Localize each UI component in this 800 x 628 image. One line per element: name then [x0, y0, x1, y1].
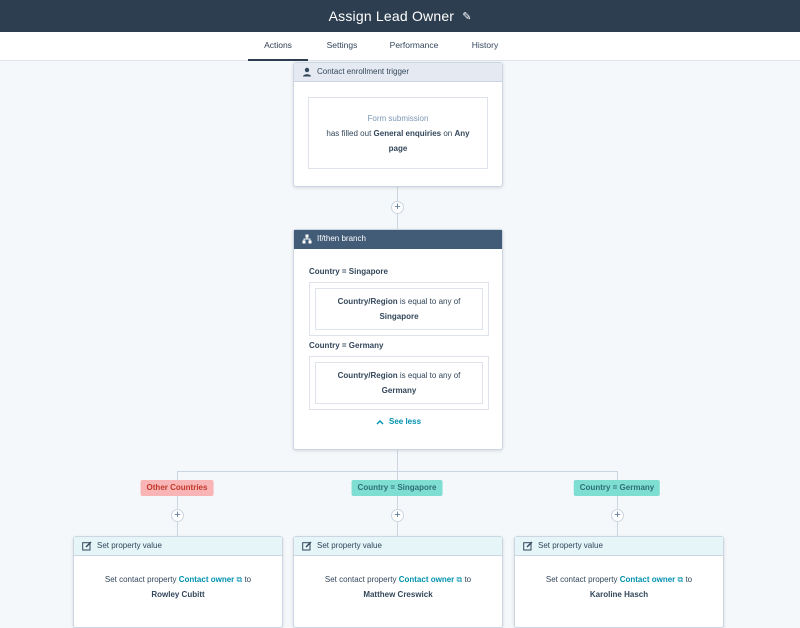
condition-box-singapore[interactable]: Country/Region is equal to any of Singap…: [309, 282, 489, 336]
condition-content: Country/Region is equal to any of Singap…: [315, 288, 483, 330]
form-name: General enquiries: [373, 128, 442, 138]
add-action-button[interactable]: +: [391, 509, 404, 522]
tab-history[interactable]: History: [471, 40, 499, 50]
if-then-branch-card[interactable]: If/then branch Country = Singapore Count…: [293, 229, 503, 450]
condition-value: Germany: [381, 386, 417, 395]
condition-label-germany: Country = Germany: [309, 341, 384, 350]
branch-tag-germany[interactable]: Country = Germany: [573, 480, 661, 496]
workflow-title: Assign Lead Owner: [328, 8, 455, 24]
action-card-body: Set contact property Contact owner ⧉ to …: [74, 557, 282, 602]
set-property-card-other[interactable]: Set property value Set contact property …: [73, 536, 283, 628]
connector-line: [397, 471, 398, 536]
filter-type: Form submission: [367, 113, 429, 123]
add-action-button[interactable]: +: [171, 509, 184, 522]
action-text: Set contact property: [324, 575, 397, 584]
condition-line: Country/Region is equal to any of: [338, 368, 461, 383]
action-card-header: Set property value: [515, 537, 723, 556]
page-value: Any: [454, 128, 470, 138]
workflow-canvas: Contact enrollment trigger Form submissi…: [0, 61, 800, 628]
chevron-up-icon: [376, 419, 384, 424]
page-value-suffix: page: [388, 143, 408, 153]
edit-icon: [302, 541, 312, 551]
action-card-header: Set property value: [74, 537, 282, 556]
action-card-title: Set property value: [317, 541, 382, 550]
action-line: Set contact property Contact owner ⧉ to: [515, 572, 723, 587]
see-less-label: See less: [389, 417, 422, 426]
branch-tag-singapore[interactable]: Country = Singapore: [351, 480, 443, 496]
tab-performance[interactable]: Performance: [389, 40, 439, 50]
condition-box-germany[interactable]: Country/Region is equal to any of German…: [309, 356, 489, 410]
action-card-header: Set property value: [294, 537, 502, 556]
action-card-body: Set contact property Contact owner ⧉ to …: [294, 557, 502, 602]
external-link-icon: ⧉: [677, 575, 684, 584]
action-text: to: [464, 575, 472, 584]
enrollment-trigger-card[interactable]: Contact enrollment trigger Form submissi…: [293, 62, 503, 187]
branch-tag-other-countries[interactable]: Other Countries: [140, 480, 214, 496]
condition-property: Country/Region: [337, 371, 398, 380]
external-link-icon: ⧉: [456, 575, 463, 584]
trigger-card-title: Contact enrollment trigger: [317, 67, 410, 76]
trigger-card-header: Contact enrollment trigger: [294, 63, 502, 82]
set-property-card-singapore[interactable]: Set property value Set contact property …: [293, 536, 503, 628]
trigger-filter-content: Form submission has filled out General e…: [314, 103, 482, 163]
filter-text: has filled out: [326, 128, 372, 138]
condition-content: Country/Region is equal to any of German…: [315, 362, 483, 404]
edit-icon: [523, 541, 533, 551]
person-icon: [303, 67, 311, 77]
filter-text: on: [443, 128, 453, 138]
condition-value: Singapore: [379, 312, 419, 321]
tab-actions[interactable]: Actions: [248, 32, 308, 61]
tab-settings[interactable]: Settings: [326, 40, 358, 50]
condition-label-singapore: Country = Singapore: [309, 267, 388, 276]
condition-property: Country/Region: [337, 297, 398, 306]
condition-operator: is equal to any of: [399, 297, 461, 306]
condition-line: Country/Region is equal to any of: [338, 294, 461, 309]
action-text: Set contact property: [104, 575, 177, 584]
connector-line: [617, 471, 618, 536]
action-line: Set contact property Contact owner ⧉ to: [294, 572, 502, 587]
connector-line: [397, 449, 398, 472]
pencil-icon[interactable]: ✎: [462, 10, 472, 23]
see-less-link[interactable]: See less: [376, 417, 421, 426]
workflow-header: Assign Lead Owner ✎: [0, 0, 800, 32]
tab-bar: Actions Settings Performance History: [0, 32, 800, 61]
action-line: Set contact property Contact owner ⧉ to: [74, 572, 282, 587]
add-action-button[interactable]: +: [611, 509, 624, 522]
action-text: Set contact property: [545, 575, 618, 584]
add-action-button[interactable]: +: [391, 201, 404, 214]
external-link-icon: ⧉: [236, 575, 243, 584]
action-text: to: [244, 575, 252, 584]
edit-icon: [82, 541, 92, 551]
contact-owner-link[interactable]: Contact owner: [178, 575, 235, 584]
owner-value: Rowley Cubitt: [151, 590, 205, 599]
contact-owner-link[interactable]: Contact owner: [619, 575, 676, 584]
set-property-card-germany[interactable]: Set property value Set contact property …: [514, 536, 724, 628]
connector-line: [177, 471, 178, 536]
branch-card-title: If/then branch: [317, 234, 366, 243]
branch-card-header: If/then branch: [294, 230, 502, 249]
filter-line-1: has filled out General enquiries on Any: [326, 126, 469, 141]
action-card-body: Set contact property Contact owner ⧉ to …: [515, 557, 723, 602]
action-text: to: [685, 575, 693, 584]
contact-owner-link[interactable]: Contact owner: [398, 575, 455, 584]
trigger-filter-box[interactable]: Form submission has filled out General e…: [308, 97, 488, 169]
owner-value: Matthew Creswick: [363, 590, 433, 599]
condition-operator: is equal to any of: [399, 371, 461, 380]
owner-value: Karoline Hasch: [589, 590, 649, 599]
action-card-title: Set property value: [97, 541, 162, 550]
branch-icon: [302, 234, 312, 244]
action-card-title: Set property value: [538, 541, 603, 550]
